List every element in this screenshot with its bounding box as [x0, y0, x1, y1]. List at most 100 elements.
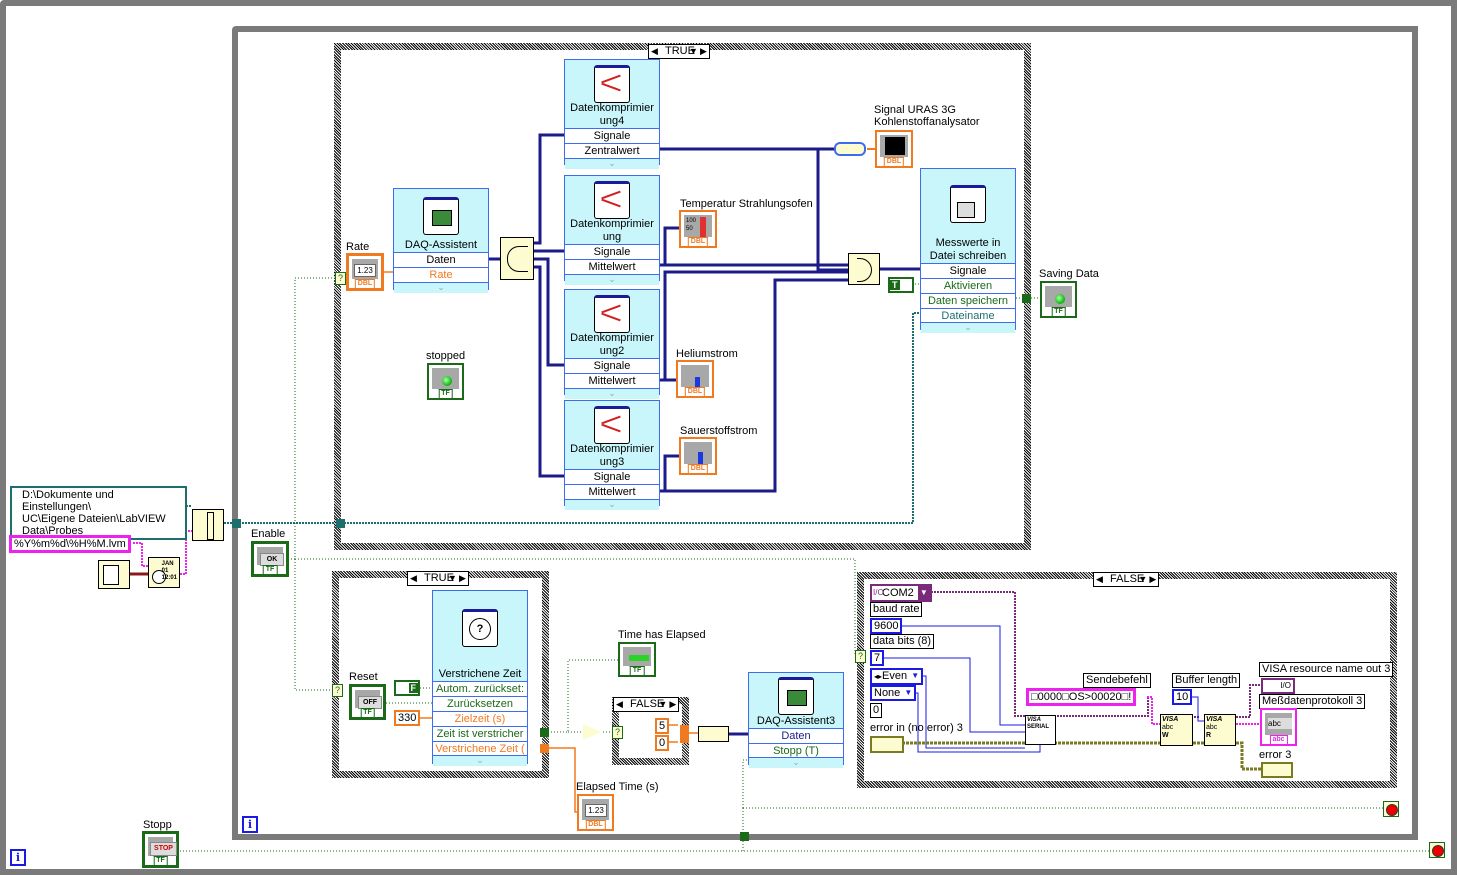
inner-loop-stop-terminal-icon[interactable] — [1383, 801, 1399, 817]
next-case-arrow-icon[interactable]: ▶ — [1149, 574, 1157, 584]
expand-chevron-icon[interactable]: ⌄ — [749, 757, 843, 768]
daq3-input-stopp[interactable]: Stopp (T) — [749, 743, 843, 758]
baud-rate-constant[interactable]: 9600 — [870, 618, 903, 634]
timer-input-reset[interactable]: Zurücksetzen — [433, 696, 527, 711]
visa-resource-out-indicator[interactable]: I/O — [1261, 678, 1295, 694]
dropdown-arrow-icon[interactable]: ▼ — [904, 688, 913, 697]
compression-output[interactable]: Mittelwert — [565, 259, 659, 274]
daq-output-daten[interactable]: Daten — [394, 252, 488, 267]
build-waveform-function-icon[interactable] — [698, 726, 729, 742]
case-dropdown-icon[interactable]: ▼ — [448, 573, 457, 583]
saving-data-indicator[interactable]: TF — [1040, 281, 1077, 318]
write-input-dateiname[interactable]: Dateiname — [921, 308, 1015, 323]
helium-tank-indicator[interactable]: DBL — [676, 360, 714, 398]
case-selector-serial[interactable]: ◀ FALSE ▼ ▶ — [1093, 572, 1160, 587]
elapsed-time-indicator[interactable]: 1.23 DBL — [577, 794, 614, 831]
parity-enum-constant[interactable]: ◂▸Even ▼ — [870, 668, 924, 685]
merge-signals-function-icon[interactable] — [848, 253, 880, 285]
case-selector-small[interactable]: ◀ FALSE ▼ ▶ — [613, 697, 680, 712]
compression-input-signale[interactable]: Signale — [565, 128, 659, 143]
prev-case-arrow-icon[interactable]: ◀ — [410, 573, 417, 583]
compression-output[interactable]: Zentralwert — [565, 143, 659, 158]
prev-case-arrow-icon[interactable]: ◀ — [1096, 574, 1103, 584]
elapsed-time-node[interactable]: ? Verstrichene Zeit Autom. zurückset: Zu… — [432, 590, 528, 766]
sendebefehl-constant[interactable]: □0000□OS>00020□! — [1026, 688, 1137, 706]
build-path-function-icon[interactable] — [192, 509, 224, 541]
timer-output-elapsed-bool[interactable]: Zeit ist verstricher — [433, 726, 527, 741]
target-time-constant[interactable]: 330 — [394, 710, 421, 726]
reset-button[interactable]: OFF TF — [349, 684, 386, 720]
dropdown-arrow-icon[interactable]: ▼ — [911, 671, 920, 680]
small-case-constant-5[interactable]: 5 — [655, 718, 670, 734]
buffer-length-constant[interactable]: 10 — [1172, 689, 1193, 705]
expand-chevron-icon[interactable]: ⌄ — [921, 322, 1015, 333]
write-output-daten-speichern[interactable]: Daten speichern — [921, 293, 1015, 308]
oxygen-tank-indicator[interactable]: DBL — [679, 437, 717, 475]
compression-output[interactable]: Mittelwert — [565, 373, 659, 388]
case-selector-main[interactable]: ◀ TRUE ▼ ▶ — [648, 44, 710, 59]
next-case-arrow-icon[interactable]: ▶ — [459, 573, 466, 583]
timer-input-auto-reset[interactable]: Autom. zurückset: — [433, 681, 527, 696]
dropdown-arrow-icon[interactable]: ▼ — [917, 586, 930, 600]
enable-button[interactable]: OK TF — [251, 541, 289, 577]
daq-assistant-node[interactable]: DAQ-Assistent Daten Rate ⌄ — [393, 188, 489, 293]
expand-chevron-icon[interactable]: ⌄ — [565, 388, 659, 399]
compression-input-signale[interactable]: Signale — [565, 469, 659, 484]
uras-chart-indicator[interactable]: DBL — [875, 130, 913, 168]
outer-loop-stop-terminal-icon[interactable] — [1429, 842, 1445, 858]
compression-input-signale[interactable]: Signale — [565, 358, 659, 373]
file-path-constant[interactable]: D:\Dokumente und Einstellungen\ UC\Eigen… — [10, 486, 187, 540]
rate-control[interactable]: 1.23 DBL — [346, 253, 384, 291]
protocol-string-indicator[interactable]: abc abc — [1260, 708, 1297, 746]
case-dropdown-icon[interactable]: ▼ — [658, 699, 668, 709]
case-selector-timer[interactable]: ◀ TRUE ▼ ▶ — [407, 571, 469, 586]
daq-assistant-3-node[interactable]: DAQ-Assistent3 Daten Stopp (T) ⌄ — [748, 672, 844, 768]
stopp-button[interactable]: STOP TF — [142, 831, 179, 868]
expand-chevron-icon[interactable]: ⌄ — [433, 755, 527, 766]
case-dropdown-icon[interactable]: ▼ — [689, 46, 698, 56]
expand-chevron-icon[interactable]: ⌄ — [394, 282, 488, 293]
time-elapsed-indicator[interactable]: TF — [618, 642, 656, 677]
write-input-aktivieren[interactable]: Aktivieren — [921, 278, 1015, 293]
case-dropdown-icon[interactable]: ▼ — [1138, 574, 1148, 584]
daq-input-rate[interactable]: Rate — [394, 267, 488, 282]
expand-chevron-icon[interactable]: ⌄ — [565, 499, 659, 510]
true-constant[interactable]: T — [888, 277, 914, 293]
compression-input-signale[interactable]: Signale — [565, 244, 659, 259]
compression-output[interactable]: Mittelwert — [565, 484, 659, 499]
expand-chevron-icon[interactable]: ⌄ — [565, 274, 659, 285]
convert-dynamic-data-icon[interactable] — [834, 142, 866, 156]
prev-case-arrow-icon[interactable]: ◀ — [616, 699, 623, 709]
next-case-arrow-icon[interactable]: ▶ — [700, 46, 707, 56]
data-bits-constant[interactable]: 7 — [870, 650, 885, 666]
write-input-signale[interactable]: Signale — [921, 263, 1015, 278]
timer-output-elapsed-time[interactable]: Verstrichene Zeit ( — [433, 741, 527, 756]
expand-chevron-icon[interactable]: ⌄ — [565, 158, 659, 169]
split-signals-function-icon[interactable] — [500, 237, 534, 280]
inner-while-loop[interactable] — [232, 26, 1418, 840]
next-case-arrow-icon[interactable]: ▶ — [669, 699, 677, 709]
format-string-constant[interactable]: %Y%m%d\%H%M.lvm — [9, 535, 131, 553]
error-out-cluster-indicator[interactable] — [1261, 762, 1293, 778]
get-date-time-function-icon[interactable] — [98, 560, 130, 589]
stopped-indicator[interactable]: TF — [427, 363, 464, 400]
visa-resource-constant[interactable]: I/O COM2 ▼ — [870, 584, 932, 602]
prev-case-arrow-icon[interactable]: ◀ — [651, 46, 658, 56]
error-in-cluster-constant[interactable] — [870, 736, 904, 753]
false-constant[interactable]: F — [394, 680, 420, 696]
small-case-constant-0[interactable]: 0 — [655, 735, 670, 751]
zero-constant[interactable]: 0 — [870, 703, 883, 718]
daq3-input-daten[interactable]: Daten — [749, 728, 843, 743]
flow-control-enum-constant[interactable]: None ▼ — [870, 685, 917, 701]
